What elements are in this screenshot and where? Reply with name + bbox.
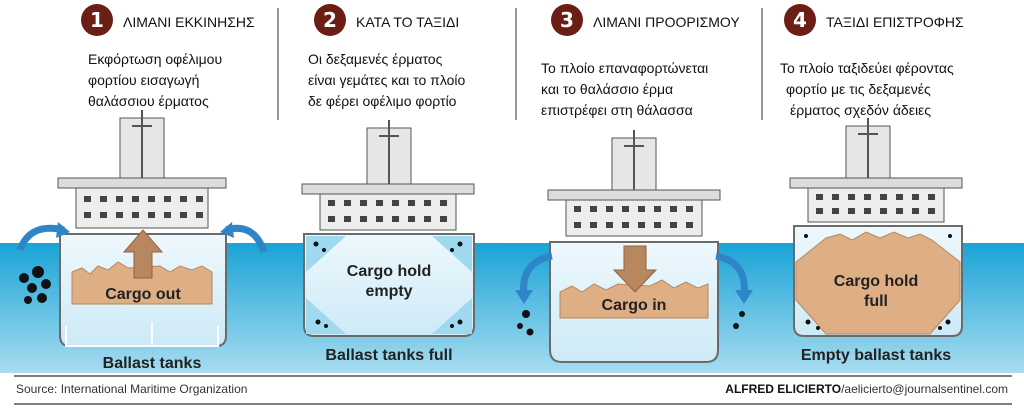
step-3-ballast-out-arrowhead-left xyxy=(515,290,533,304)
step-1-title: ΛΙΜΑΝΙ ΕΚΚΙΝΗΣΗΣ xyxy=(123,14,255,30)
step-2-title: ΚΑΤΑ ΤΟ ΤΑΞΙΔΙ xyxy=(356,14,459,30)
step-4-desc-line-1: Το πλοίο ταξιδεύει φέροντας xyxy=(780,60,954,76)
step-3-hold-label: Cargo in xyxy=(602,297,667,314)
step-3-desc-line-3: επιστρέφει στη θάλασσα xyxy=(541,102,693,118)
step-4-superstructure xyxy=(789,118,963,223)
step-3-cargo xyxy=(559,279,709,319)
step-2: 2 ΚΑΤΑ ΤΟ ΤΑΞΙΔΙ Οι δεξαμενές έρματος εί… xyxy=(301,4,475,364)
step-4-number: 4 xyxy=(793,8,807,32)
step-1-hold-label: Cargo out xyxy=(105,286,181,303)
step-2-ballast-tank-bottom-right xyxy=(432,298,472,334)
step-1-number: 1 xyxy=(90,8,104,32)
step-1-desc-line-2: φορτίου εισαγωγή xyxy=(88,72,199,88)
step-1-cargo-out-arrow xyxy=(122,229,164,279)
step-4: 4 ΤΑΞΙΔΙ ΕΠΙΣΤΡΟΦΗΣ Το πλοίο ταξιδεύει φ… xyxy=(780,4,964,364)
step-1: 1 ΛΙΜΑΝΙ ΕΚΚΙΝΗΣΗΣ Εκφόρτωση οφέλιμου φο… xyxy=(16,4,268,372)
step-3-ballast-out-arrowhead-right xyxy=(735,290,753,304)
step-2-desc-line-1: Οι δεξαμενές έρματος xyxy=(308,51,443,67)
step-3-superstructure xyxy=(547,130,721,237)
step-1-ballast-in-arrowhead-right xyxy=(220,222,234,238)
step-4-desc-line-3: έρματος σχεδόν άδειες xyxy=(790,102,931,118)
footer-credit: ALFRED ELICIERTO/aelicierto@journalsenti… xyxy=(725,382,1008,396)
step-2-tank-organisms xyxy=(313,241,463,328)
footer-source: Source: International Maritime Organizat… xyxy=(16,382,247,396)
step-3-desc-line-2: και το θαλάσσιο έρμα xyxy=(541,81,673,97)
step-2-badge xyxy=(314,4,346,36)
step-1-ballast-bracket xyxy=(65,326,219,347)
step-4-hold-label-line-2: full xyxy=(864,293,888,310)
step-3-ballast-organisms xyxy=(517,310,745,336)
step-4-caption: Empty ballast tanks xyxy=(801,347,951,364)
footer-author: ALFRED ELICIERTO xyxy=(725,382,841,396)
step-1-ballast-organisms xyxy=(19,266,51,304)
step-2-ballast-tank-bottom-left xyxy=(306,298,346,334)
step-4-badge xyxy=(784,4,816,36)
step-2-desc-line-3: δε φέρει οφέλιμο φορτίο xyxy=(308,93,457,109)
step-4-desc-line-2: φορτίο με τις δεξαμενές xyxy=(786,81,931,97)
step-4-cargo xyxy=(795,231,961,335)
step-3: 3 ΛΙΜΑΝΙ ΠΡΟΟΡΙΣΜΟΥ Το πλοίο επαναφορτών… xyxy=(515,4,753,363)
step-4-tank-organisms xyxy=(804,234,952,330)
step-3-badge xyxy=(551,4,583,36)
step-4-title: ΤΑΞΙΔΙ ΕΠΙΣΤΡΟΦΗΣ xyxy=(826,14,964,30)
step-2-superstructure xyxy=(301,120,475,231)
step-1-desc-line-3: θαλάσσιου έρματος xyxy=(88,93,209,109)
step-3-cargo-in-arrow xyxy=(612,245,658,293)
step-1-badge xyxy=(81,4,113,36)
step-3-title: ΛΙΜΑΝΙ ΠΡΟΟΡΙΣΜΟΥ xyxy=(593,14,740,30)
step-1-caption: Ballast tanks xyxy=(103,355,202,372)
step-2-desc-line-2: είναι γεμάτες και το πλοίο xyxy=(308,72,466,88)
step-1-superstructure xyxy=(57,110,227,229)
footer-email: /aelicierto@journalsentinel.com xyxy=(841,382,1008,396)
step-2-caption: Ballast tanks full xyxy=(325,347,452,364)
step-3-number: 3 xyxy=(560,8,574,32)
step-1-desc-line-1: Εκφόρτωση οφέλιμου xyxy=(88,51,222,67)
step-4-hold-label-line-1: Cargo hold xyxy=(834,273,918,290)
step-2-hull xyxy=(303,233,475,337)
step-2-number: 2 xyxy=(323,8,337,32)
step-2-hold-label-line-1: Cargo hold xyxy=(347,263,431,280)
step-1-ballast-in-arrowhead-left xyxy=(56,222,70,238)
step-3-desc-line-1: Το πλοίο επαναφορτώνεται xyxy=(541,60,708,76)
step-2-hold-label-line-2: empty xyxy=(365,283,412,300)
